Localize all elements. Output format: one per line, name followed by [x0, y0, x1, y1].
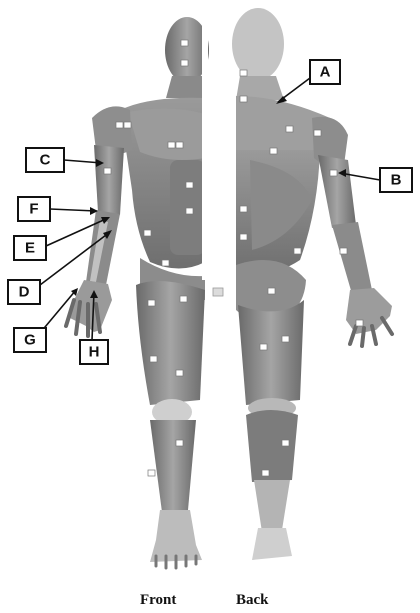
callout-letter-b: B	[391, 172, 402, 189]
marker	[268, 288, 275, 294]
back-thigh	[238, 300, 304, 405]
marker	[180, 296, 187, 302]
marker	[148, 300, 155, 306]
marker	[240, 70, 247, 76]
back-calf	[246, 410, 298, 482]
leader-line-f	[50, 209, 96, 211]
back-view-body	[232, 8, 392, 560]
marker	[330, 170, 337, 176]
marker	[356, 320, 363, 326]
center-marker	[213, 288, 223, 296]
marker	[240, 206, 247, 212]
marker	[150, 356, 157, 362]
front-neck	[166, 76, 208, 98]
callout-f: F	[18, 197, 50, 221]
marker	[186, 208, 193, 214]
back-forearm	[332, 222, 372, 294]
back-hand	[346, 288, 392, 334]
back-upper-arm	[318, 155, 356, 228]
callout-letter-a: A	[320, 64, 331, 81]
callout-d: D	[8, 280, 40, 304]
marker	[270, 148, 277, 154]
marker	[294, 248, 301, 254]
callout-c: C	[26, 148, 64, 172]
marker	[240, 234, 247, 240]
callout-e: E	[14, 236, 46, 260]
marker	[181, 60, 188, 66]
marker	[162, 260, 169, 266]
callout-letter-d: D	[19, 284, 30, 301]
front-view-label: Front	[140, 592, 176, 609]
marker	[262, 470, 269, 476]
marker	[104, 168, 111, 174]
front-foot	[150, 510, 202, 562]
marker	[176, 142, 183, 148]
marker	[148, 470, 155, 476]
marker	[168, 142, 175, 148]
callout-letter-h: H	[89, 344, 100, 361]
callout-letter-f: F	[29, 201, 38, 218]
marker	[181, 40, 188, 46]
marker	[176, 440, 183, 446]
front-thigh	[136, 281, 205, 405]
callout-letter-e: E	[25, 240, 35, 257]
callout-h: H	[80, 340, 108, 364]
front-abdominals	[170, 160, 205, 255]
callout-letter-g: G	[24, 332, 36, 349]
front-lower-leg	[150, 420, 196, 512]
callout-a: A	[310, 60, 340, 84]
back-lower-leg	[254, 480, 290, 532]
marker	[282, 336, 289, 342]
marker	[186, 182, 193, 188]
marker	[340, 248, 347, 254]
callout-b: B	[380, 168, 412, 192]
marker	[144, 230, 151, 236]
marker	[260, 344, 267, 350]
back-head	[232, 8, 284, 80]
callout-g: G	[14, 328, 46, 352]
back-foot	[252, 528, 292, 560]
marker	[240, 96, 247, 102]
marker	[176, 370, 183, 376]
front-upper-arm	[94, 145, 124, 215]
marker	[116, 122, 123, 128]
marker	[286, 126, 293, 132]
back-view-label: Back	[236, 592, 269, 609]
front-view-body	[66, 17, 209, 568]
marker	[124, 122, 131, 128]
marker	[314, 130, 321, 136]
callout-letter-c: C	[40, 152, 51, 169]
marker	[282, 440, 289, 446]
